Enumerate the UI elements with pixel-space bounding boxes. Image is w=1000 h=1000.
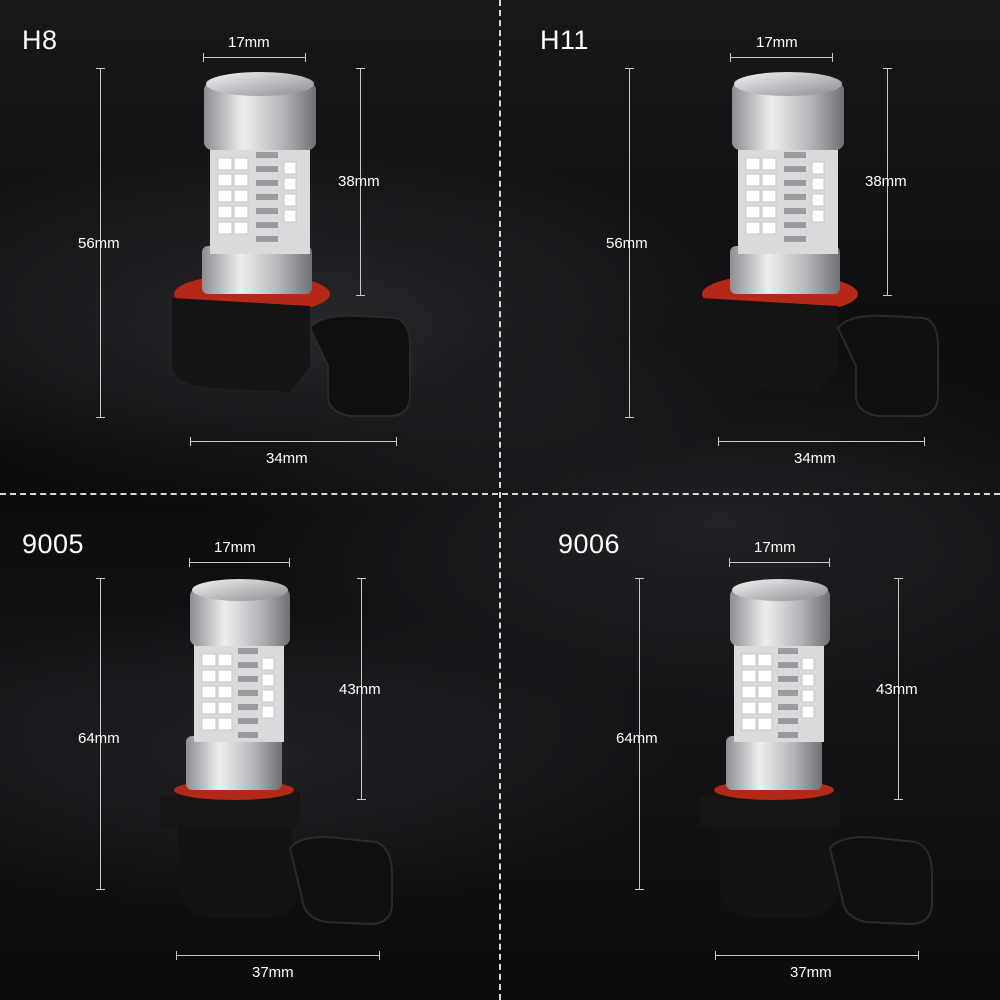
line-cap xyxy=(832,53,833,62)
body-height-line xyxy=(898,578,899,800)
top-width-line xyxy=(730,57,832,58)
line-cap xyxy=(715,951,716,960)
line-cap xyxy=(625,68,634,69)
vertical-divider xyxy=(499,0,501,1000)
line-cap xyxy=(635,578,644,579)
total-height-line xyxy=(639,578,640,890)
line-cap xyxy=(635,889,644,890)
h8-bulb xyxy=(172,72,411,417)
line-cap xyxy=(924,437,925,446)
total-height-label: 56mm xyxy=(78,235,120,252)
line-cap xyxy=(829,558,830,567)
total-height-label: 56mm xyxy=(606,235,648,252)
lens-housing xyxy=(204,82,316,150)
top-width-label: 17mm xyxy=(214,539,256,556)
line-cap xyxy=(379,951,380,960)
led-chips xyxy=(201,653,275,731)
model-label: 9006 xyxy=(558,529,621,559)
line-cap xyxy=(96,68,105,69)
top-width-line xyxy=(729,562,829,563)
line-cap xyxy=(356,295,365,296)
lens-housing xyxy=(730,588,830,646)
total-height-line xyxy=(100,68,101,418)
lens xyxy=(732,579,828,601)
line-cap xyxy=(96,578,105,579)
line-cap xyxy=(625,417,634,418)
body-height-line xyxy=(360,68,361,296)
connector xyxy=(288,836,393,926)
line-cap xyxy=(729,558,730,567)
body-height-line xyxy=(887,68,888,296)
model-label: 9005 xyxy=(22,529,85,559)
line-cap xyxy=(883,295,892,296)
line-cap xyxy=(96,417,105,418)
line-cap xyxy=(894,799,903,800)
connector xyxy=(828,836,933,926)
led-chips xyxy=(741,653,815,731)
quadrant-9006: 9006 17mm 64mm 43mm 37mm xyxy=(500,500,1000,1000)
line-cap xyxy=(918,951,919,960)
line-cap xyxy=(357,578,366,579)
lens xyxy=(206,72,314,96)
quadrant-h11: H11 17mm 56mm 38mm 34mm xyxy=(500,0,1000,500)
body-height-line xyxy=(361,578,362,800)
h11-bulb xyxy=(700,72,939,417)
total-height-line xyxy=(100,578,101,890)
led-chips xyxy=(217,157,297,235)
line-cap xyxy=(894,578,903,579)
9006-bulb xyxy=(700,579,933,926)
lens-housing xyxy=(190,588,290,646)
top-width-label: 17mm xyxy=(756,34,798,51)
base-width-label: 37mm xyxy=(790,964,832,981)
connector xyxy=(836,314,939,417)
line-cap xyxy=(883,68,892,69)
line-cap xyxy=(356,68,365,69)
body-height-label: 43mm xyxy=(339,681,381,698)
base-width-line xyxy=(715,955,918,956)
total-height-label: 64mm xyxy=(78,730,120,747)
quadrant-h8: H8 17mm 56mm 38mm 34mm xyxy=(0,0,500,500)
top-width-label: 17mm xyxy=(228,34,270,51)
base-width-label: 37mm xyxy=(252,964,294,981)
line-cap xyxy=(396,437,397,446)
top-width-line xyxy=(203,57,305,58)
base-width-label: 34mm xyxy=(794,450,836,467)
top-width-line xyxy=(189,562,289,563)
model-label: H8 xyxy=(22,25,58,55)
line-cap xyxy=(176,951,177,960)
total-height-line xyxy=(629,68,630,418)
model-label: H11 xyxy=(540,25,590,55)
horizontal-divider xyxy=(0,493,1000,495)
line-cap xyxy=(730,53,731,62)
lens-housing xyxy=(732,82,844,150)
base-width-line xyxy=(176,955,379,956)
lens xyxy=(734,72,842,96)
line-cap xyxy=(96,889,105,890)
quadrant-9005: 9005 17mm 64mm 43mm 37mm xyxy=(0,500,500,1000)
total-height-label: 64mm xyxy=(616,730,658,747)
line-cap xyxy=(289,558,290,567)
9005-bulb xyxy=(160,579,393,926)
connector xyxy=(308,314,411,417)
led-chips xyxy=(745,157,825,235)
top-width-label: 17mm xyxy=(754,539,796,556)
base-width-label: 34mm xyxy=(266,450,308,467)
line-cap xyxy=(305,53,306,62)
line-cap xyxy=(203,53,204,62)
lens xyxy=(192,579,288,601)
body-height-label: 38mm xyxy=(865,173,907,190)
base-width-line xyxy=(190,441,396,442)
base-width-line xyxy=(718,441,924,442)
body-height-label: 43mm xyxy=(876,681,918,698)
line-cap xyxy=(718,437,719,446)
line-cap xyxy=(189,558,190,567)
line-cap xyxy=(357,799,366,800)
body-height-label: 38mm xyxy=(338,173,380,190)
line-cap xyxy=(190,437,191,446)
